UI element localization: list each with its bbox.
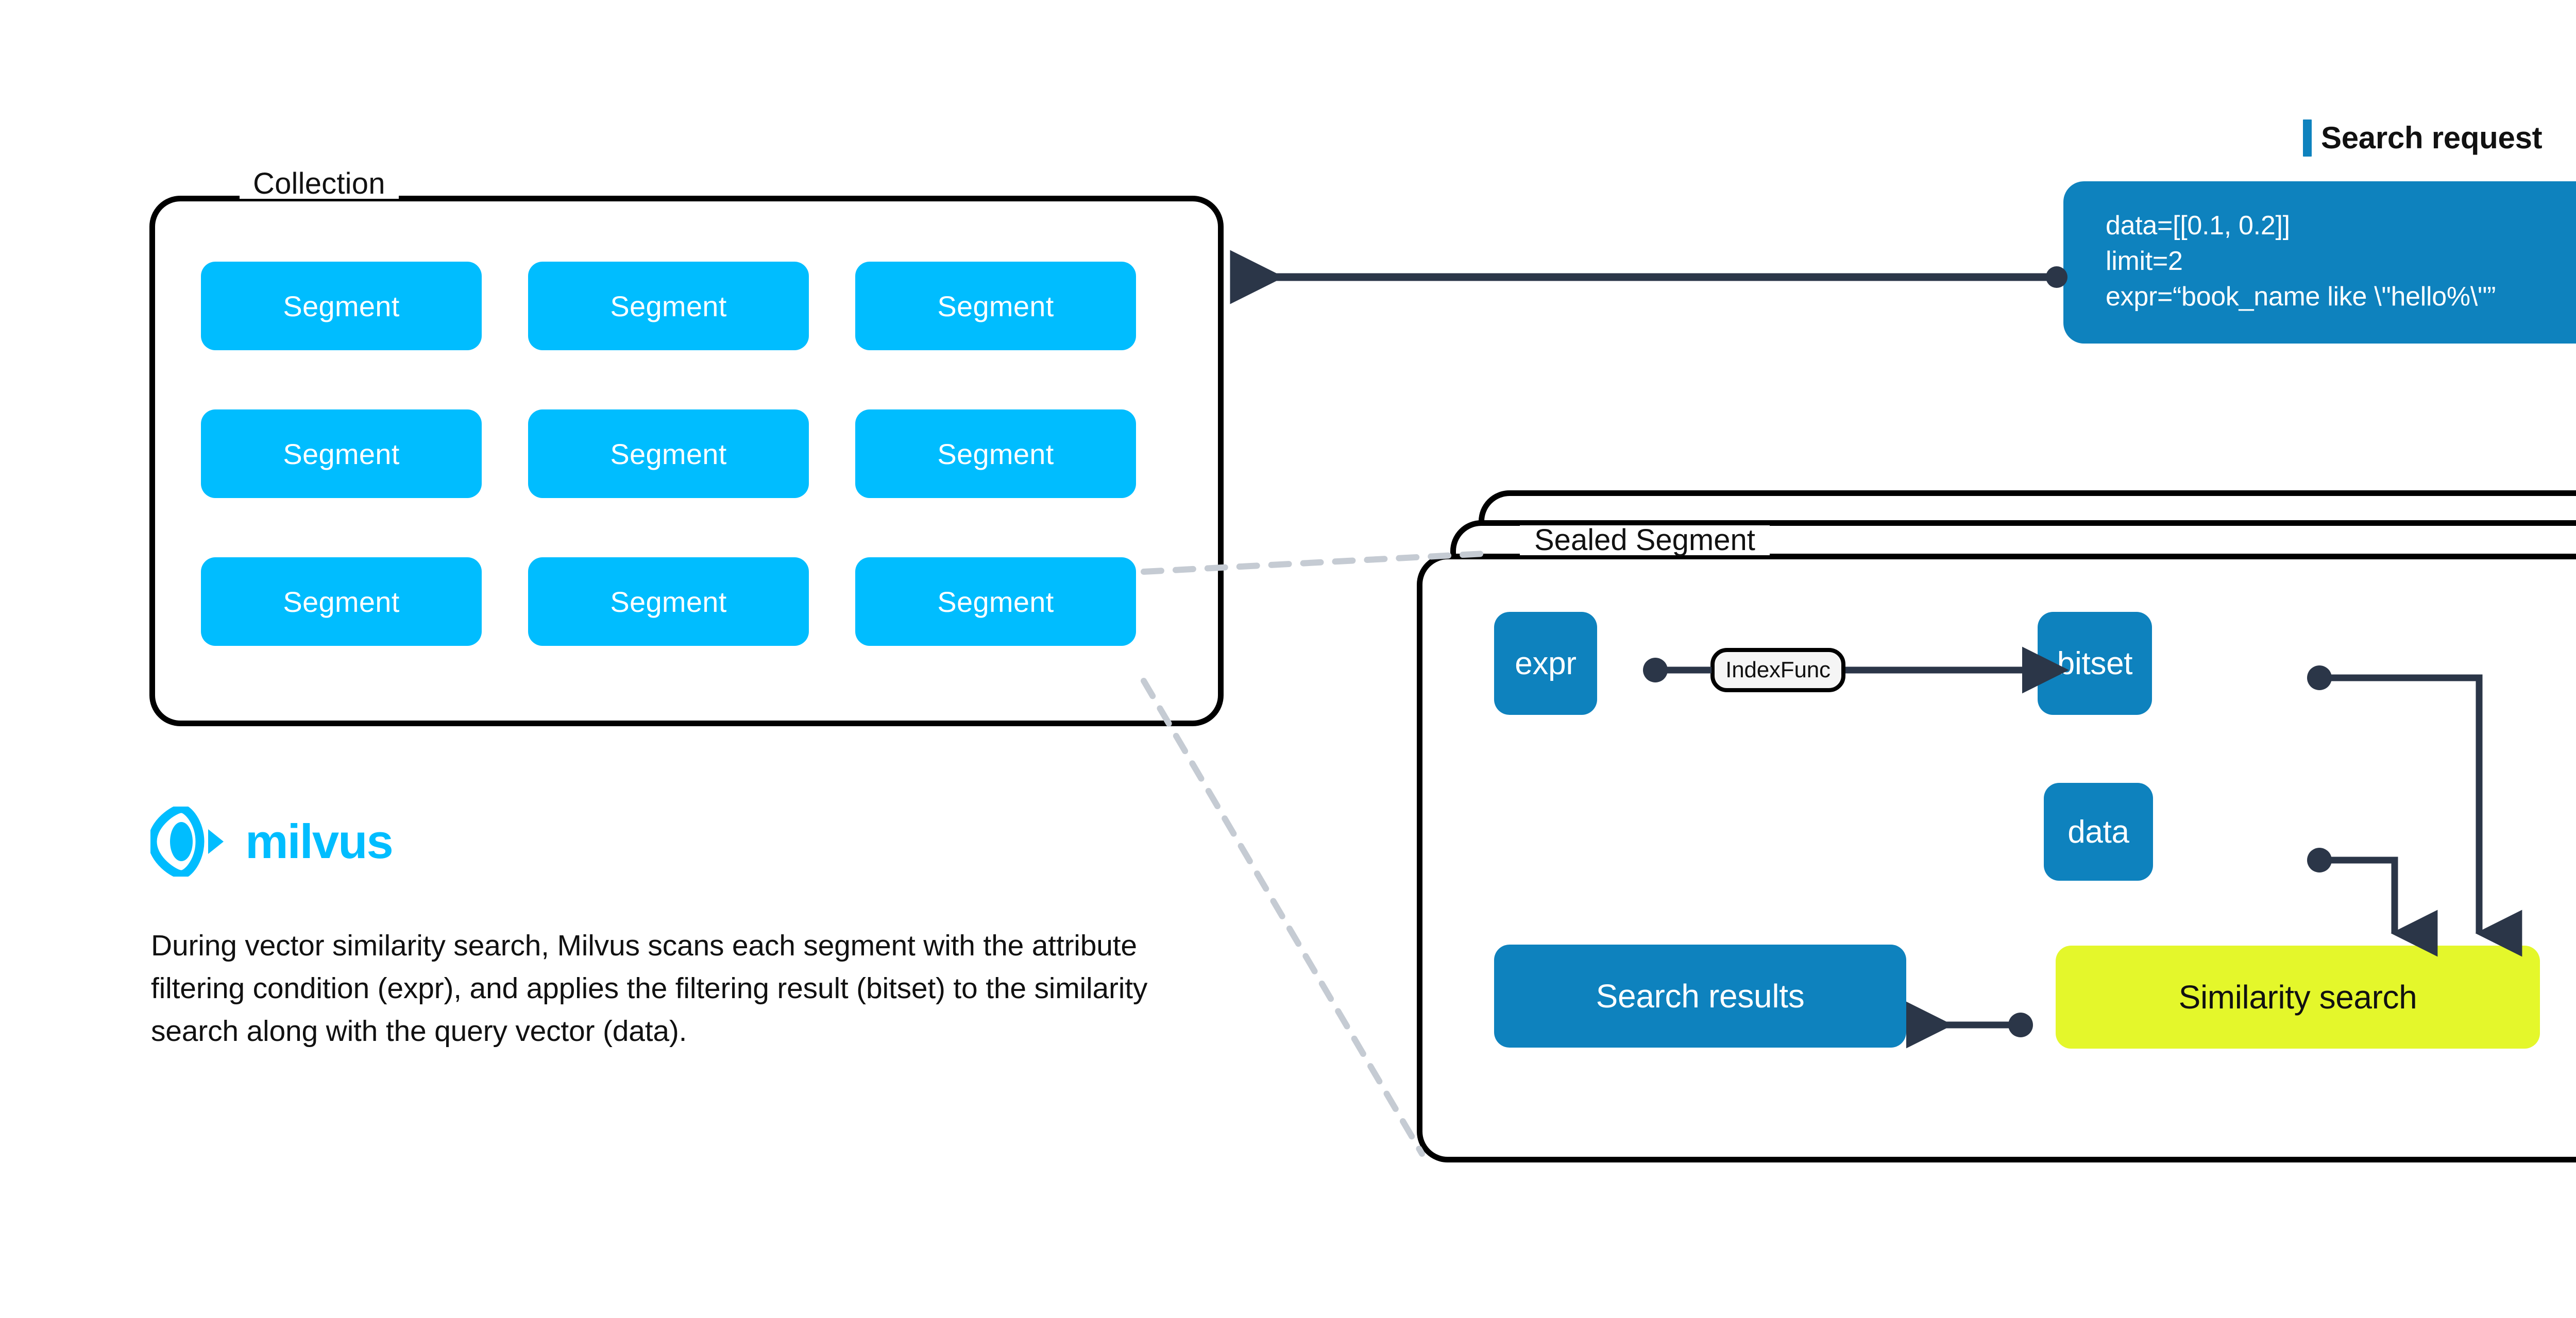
node-index-func[interactable]: IndexFunc [1710,648,1845,692]
description-text: During vector similarity search, Milvus … [151,929,1148,1048]
node-search-results[interactable]: Search results [1494,945,1906,1048]
node-bitset-label: bitset [2057,645,2133,681]
node-index-func-label: IndexFunc [1725,657,1831,682]
segment-label: Segment [937,289,1054,322]
segment-label: Segment [283,585,400,618]
milvus-logo: milvus [150,807,394,877]
segment-box[interactable]: Segment [855,557,1136,646]
node-similarity-search[interactable]: Similarity search [2056,946,2540,1049]
sealed-segment-label: Sealed Segment [1520,525,1770,555]
segment-box[interactable]: Segment [528,557,809,646]
segment-label: Segment [283,437,400,470]
node-data[interactable]: data [2044,783,2153,881]
search-request-title: Search request [2321,121,2543,155]
segment-label: Segment [610,585,727,618]
node-search-results-label: Search results [1596,978,1805,1015]
node-bitset[interactable]: bitset [2038,612,2152,715]
segment-box[interactable]: Segment [528,409,809,498]
segment-box[interactable]: Segment [201,557,482,646]
collection-label: Collection [240,169,399,199]
node-expr-label: expr [1515,645,1577,681]
segment-label: Segment [610,289,727,322]
request-param-expr: expr=“book_name like \"hello%\"” [2106,282,2496,312]
segment-label: Segment [937,437,1054,470]
segment-box[interactable]: Segment [528,262,809,350]
segment-box[interactable]: Segment [201,409,482,498]
node-similarity-search-label: Similarity search [2178,979,2417,1016]
connector-request-to-collection [1230,250,2067,304]
segment-label: Segment [283,289,400,322]
search-request-box: data=[[0.1, 0.2]] limit=2 expr=“book_nam… [2063,181,2576,344]
segment-box[interactable]: Segment [855,262,1136,350]
segment-grid: Segment Segment Segment Segment Segment … [201,262,1180,646]
dashed-line-bottom [1141,678,1425,1157]
node-expr[interactable]: expr [1494,612,1597,715]
search-request-heading: Search request [2303,119,2543,157]
accent-bar-icon [2303,119,2312,157]
segment-box[interactable]: Segment [855,409,1136,498]
milvus-eye-icon [150,807,224,877]
milvus-wordmark: milvus [245,814,394,868]
segment-box[interactable]: Segment [201,262,482,350]
request-param-data: data=[[0.1, 0.2]] [2106,211,2290,241]
segment-label: Segment [610,437,727,470]
segment-label: Segment [937,585,1054,618]
node-data-label: data [2067,814,2129,850]
request-param-limit: limit=2 [2106,246,2183,277]
